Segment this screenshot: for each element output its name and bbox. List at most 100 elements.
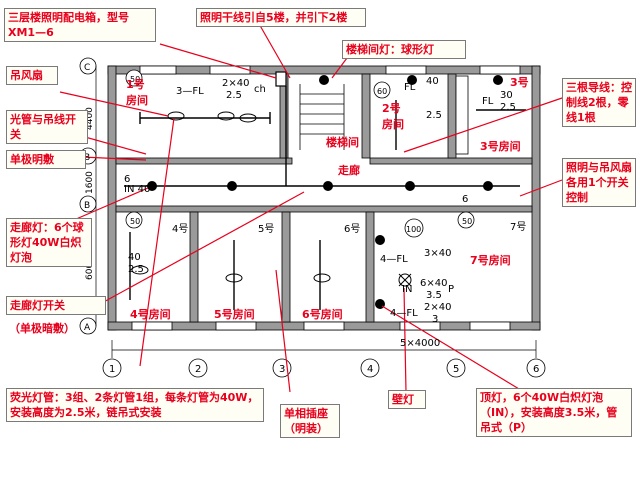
circle-label: 50 xyxy=(462,217,472,226)
window xyxy=(385,65,427,75)
fixture-mark: 2×40 xyxy=(424,302,451,313)
dim-width: 5×4000 xyxy=(400,338,440,349)
fixture-mark: 7号 xyxy=(510,221,526,233)
wall-stair-right xyxy=(361,73,371,159)
fluorescent-lamps xyxy=(129,100,526,310)
window xyxy=(131,321,173,331)
room-label: 5号房间 xyxy=(214,307,255,321)
walls xyxy=(107,65,541,331)
callout-tube-switch: 光管与吊线开关 xyxy=(6,110,88,144)
callout-distribution-box: 三层楼照明配电箱，型号XM1—6 xyxy=(4,8,156,42)
globe-lamp xyxy=(405,181,415,191)
wall-corr-bottom xyxy=(115,205,533,213)
axis-label: 1 xyxy=(109,364,115,375)
fixture-mark: 6 xyxy=(462,194,468,205)
fixture-mark: 3 xyxy=(432,314,438,325)
axis-label: 6 xyxy=(533,364,539,375)
fixture-mark: FL xyxy=(404,82,416,93)
fixture-mark: 6号 xyxy=(344,223,360,235)
wall-r5-r6 xyxy=(281,211,291,323)
fixture-mark: 3—FL xyxy=(176,86,204,97)
fixture-mark: 2.5 xyxy=(500,102,516,113)
callout-fluorescent: 荧光灯管：3组、2条灯管1组，每条灯管为40W，安装高度为2.5米，链吊式安装 xyxy=(6,388,264,422)
fixture-mark: 2.5 xyxy=(128,264,144,275)
fixture-mark: 40 xyxy=(128,252,141,263)
fixture-mark: 3×40 xyxy=(424,248,451,259)
wall-corr-top-a xyxy=(115,157,293,165)
fixture-mark: 3.5 xyxy=(426,290,442,301)
room-labels: 1号 房间 2号 房间 3号 3号房间 楼梯间 走廊 4号房间 5号房间 6号房… xyxy=(126,76,529,321)
circle-label: 50 xyxy=(130,217,140,226)
callout-concealed: （单极暗敷） xyxy=(9,322,75,335)
window xyxy=(303,321,345,331)
room-label: 4号房间 xyxy=(130,307,171,321)
globe-lamp xyxy=(407,75,417,85)
stair-treads xyxy=(299,84,345,150)
callout-surface-mount: 单极明敷 xyxy=(6,150,86,169)
room-label: 走廊 xyxy=(337,163,360,177)
globe-lamp xyxy=(323,181,333,191)
wall-corr-top-b xyxy=(369,157,533,165)
callout-separate-switch: 照明与吊风扇各用1个开关控制 xyxy=(562,158,636,207)
circle-label: 50 xyxy=(130,75,140,84)
circle-label: 60 xyxy=(377,87,387,96)
fixture-mark: 2.5 xyxy=(426,110,442,121)
globe-lamp xyxy=(493,75,503,85)
axis-label: B xyxy=(84,153,90,163)
circle-marks xyxy=(125,69,475,238)
room-label: 1号 xyxy=(126,78,145,91)
axis-bubble xyxy=(526,358,546,378)
window xyxy=(139,65,177,75)
wall-left xyxy=(107,65,117,331)
fixture-mark: 2×40 xyxy=(222,78,249,89)
window xyxy=(479,65,521,75)
globe-lamp xyxy=(483,181,493,191)
fixture-mark: IN xyxy=(402,284,412,295)
callout-corridor-switch: 走廊灯开关 xyxy=(6,296,106,315)
dim-bottom: 6000 xyxy=(85,257,95,280)
callout-three-wires: 三根导线：控制线2根，零线1根 xyxy=(562,78,636,127)
axis-bubble xyxy=(446,358,466,378)
window xyxy=(399,321,441,331)
window xyxy=(215,321,257,331)
room-label: 6号房间 xyxy=(302,307,343,321)
globe-lamp xyxy=(375,235,385,245)
windows xyxy=(131,65,521,331)
fixture-mark: 4—FL xyxy=(390,308,418,319)
room-label: 房间 xyxy=(126,93,148,107)
fixture-mark: 6 xyxy=(124,174,130,185)
room-label: 楼梯间 xyxy=(326,135,359,149)
callout-corridor-lamps: 走廊灯：6个球形灯40W白炽灯泡 xyxy=(6,218,92,267)
fixture-mark: 40 xyxy=(426,76,439,87)
axis-label: A xyxy=(84,323,91,333)
fixture-mark: 5号 xyxy=(258,223,274,235)
globe-lamp xyxy=(227,181,237,191)
callout-wall-lamp: 壁灯 xyxy=(388,390,426,409)
circle-label: 100 xyxy=(406,225,421,234)
callout-stair-lamp: 楼梯间灯：球形灯 xyxy=(342,40,466,59)
wall-lamp-icon xyxy=(398,273,412,287)
dim-mid: 1600 xyxy=(85,171,95,194)
room-label: 2号 xyxy=(382,102,401,115)
fixture-mark: ch xyxy=(254,84,266,95)
room-label: 房间 xyxy=(382,117,404,131)
axis-bubble xyxy=(188,358,208,378)
axis-label: 3 xyxy=(279,364,285,375)
dim-top: 4400 xyxy=(85,107,95,130)
window xyxy=(209,65,251,75)
fixture-mark: 6×40 xyxy=(420,278,447,289)
dimension-lines xyxy=(95,66,537,358)
room-label: 7号房间 xyxy=(470,253,511,267)
fixture-mark: 2.5 xyxy=(226,90,242,101)
plan-labels: 50 60 100 50 50 C B B A 1 2 3 4 5 6 5×40… xyxy=(84,63,539,375)
callout-fan: 吊风扇 xyxy=(6,66,58,85)
callout-socket: 单相插座（明装） xyxy=(280,404,340,438)
fixture-mark: 4号 xyxy=(172,223,188,235)
globe-lamp xyxy=(147,181,157,191)
fixture-mark: 4—FL xyxy=(380,254,408,265)
fixture-mark: FL xyxy=(482,96,494,107)
wall-r4-r5 xyxy=(189,211,199,323)
axis-label: B xyxy=(84,201,90,211)
